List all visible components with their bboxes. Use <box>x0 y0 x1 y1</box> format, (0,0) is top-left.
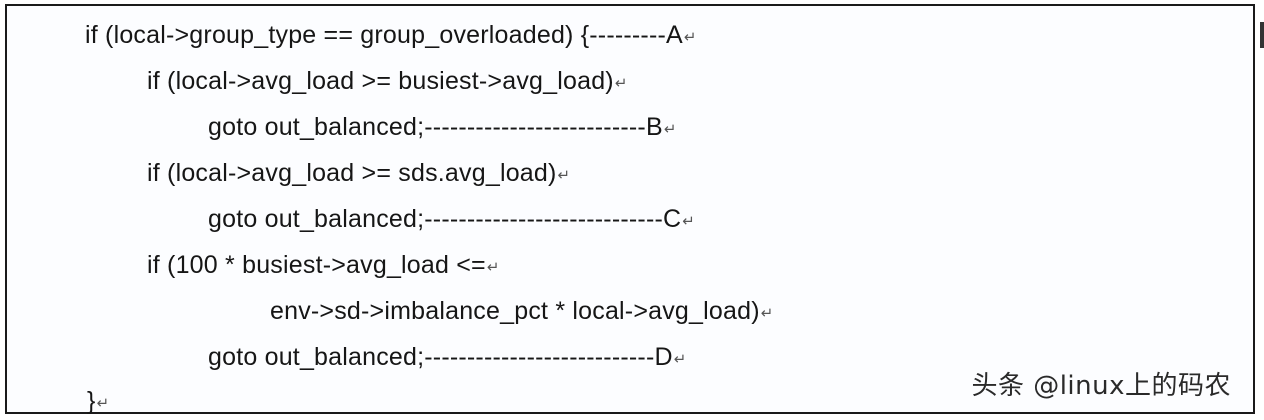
code-box: if (local->group_type == group_overloade… <box>5 4 1255 415</box>
code-line-1-text: if (local->group_type == group_overloade… <box>85 21 683 49</box>
code-line-3-text: goto out_balanced;----------------------… <box>208 113 663 141</box>
paragraph-mark-icon: ↵ <box>557 167 571 184</box>
code-line-8: goto out_balanced;----------------------… <box>208 342 687 375</box>
paragraph-mark-icon: ↵ <box>683 29 697 46</box>
paragraph-mark-icon: ↵ <box>486 259 500 276</box>
code-line-6: if (100 * busiest->avg_load <=↵ <box>147 250 500 283</box>
paragraph-mark-icon: ↵ <box>673 351 687 368</box>
paragraph-mark-icon: ↵ <box>760 305 774 322</box>
paragraph-mark-icon: ↵ <box>96 395 110 412</box>
paragraph-mark-icon: ↵ <box>682 213 696 230</box>
code-line-7-text: env->sd->imbalance_pct * local->avg_load… <box>270 297 760 325</box>
code-line-9-text: } <box>87 387 96 415</box>
code-line-4: if (local->avg_load >= sds.avg_load)↵ <box>147 158 570 191</box>
code-line-2: if (local->avg_load >= busiest->avg_load… <box>147 66 628 99</box>
code-line-2-text: if (local->avg_load >= busiest->avg_load… <box>147 67 614 95</box>
watermark: 头条 @linux上的码农 <box>971 371 1231 401</box>
code-line-1: if (local->group_type == group_overloade… <box>85 20 697 53</box>
code-line-7: env->sd->imbalance_pct * local->avg_load… <box>270 296 774 329</box>
code-line-5-text: goto out_balanced;----------------------… <box>208 205 682 233</box>
code-line-8-text: goto out_balanced;----------------------… <box>208 343 673 371</box>
code-line-4-text: if (local->avg_load >= sds.avg_load) <box>147 159 557 187</box>
code-line-6-text: if (100 * busiest->avg_load <= <box>147 251 486 279</box>
code-line-5: goto out_balanced;----------------------… <box>208 204 695 237</box>
code-line-3: goto out_balanced;----------------------… <box>208 112 677 145</box>
paragraph-mark-icon: ↵ <box>663 121 677 138</box>
paragraph-mark-icon: ↵ <box>614 75 628 92</box>
page-edge-marker <box>1260 22 1264 48</box>
code-line-9: }↵ <box>87 386 109 419</box>
